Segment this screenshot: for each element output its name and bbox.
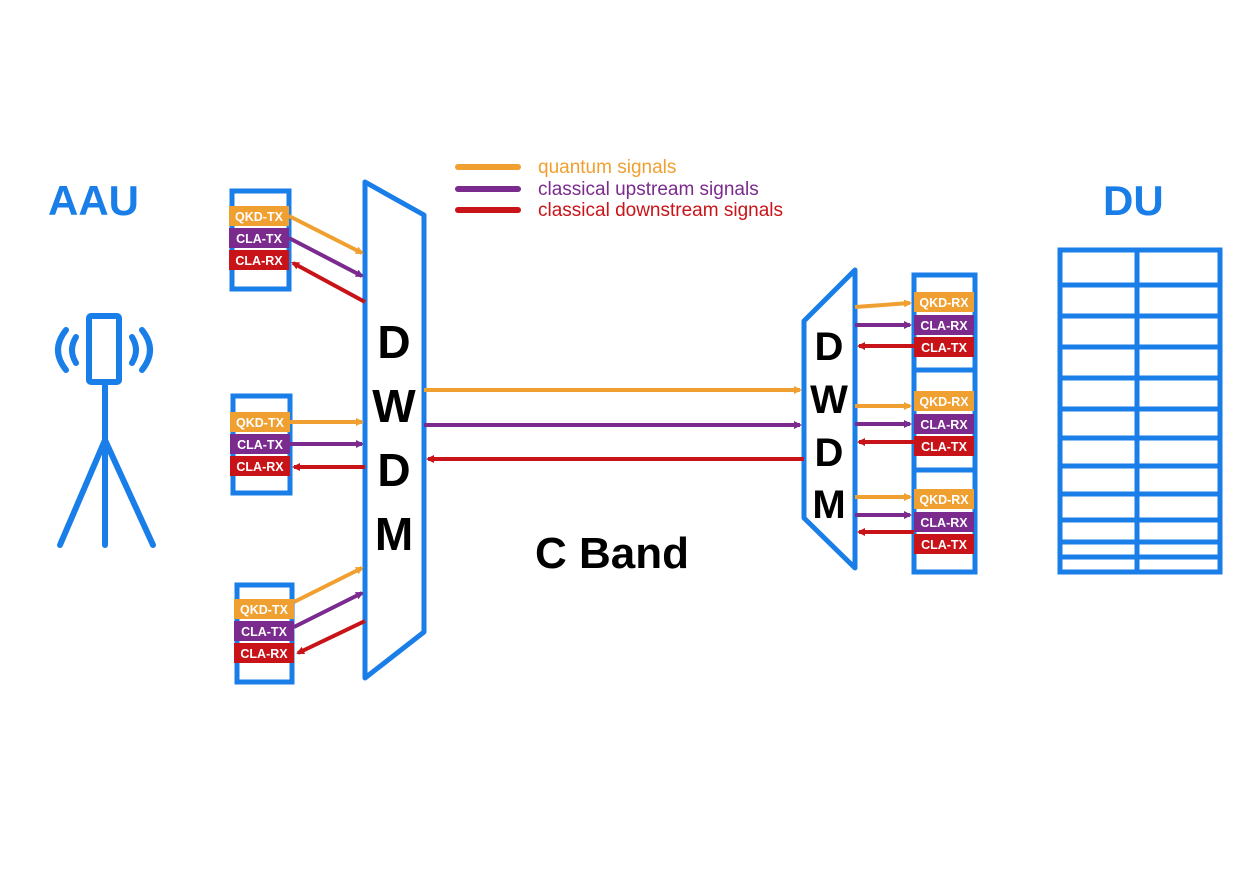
du-label: DU (1103, 177, 1164, 224)
legend: quantum signals classical upstream signa… (455, 157, 783, 221)
band-label: C Band (535, 529, 689, 578)
legend-label-quantum: quantum signals (538, 157, 676, 178)
mux-left-letter-4: M (375, 508, 413, 560)
mux-right-letter-4: M (812, 483, 845, 527)
left-module-1-links (288, 214, 366, 304)
right-module-1-tag-2: CLA-RX (920, 319, 968, 333)
mux-left-letter-3: D (377, 444, 410, 496)
trunk-links (424, 386, 804, 463)
mux-left-letter-2: W (372, 380, 416, 432)
right-module-2-tag-3: CLA-TX (921, 440, 967, 454)
dwdm-mux-left: D W D M (362, 179, 427, 681)
left-module-3-tag-3: CLA-RX (240, 647, 288, 661)
left-module-3-links (293, 566, 366, 655)
right-module-3-tag-1: QKD-RX (919, 493, 969, 507)
dwdm-mux-right: D W D M (801, 267, 858, 571)
mux-right-letter-2: W (810, 378, 848, 422)
left-module-1-tag-2: CLA-TX (236, 232, 282, 246)
left-module-1-tag-3: CLA-RX (235, 254, 283, 268)
left-module-2-links (290, 418, 365, 471)
legend-label-upstream: classical upstream signals (538, 179, 759, 200)
right-module-1-tag-3: CLA-TX (921, 341, 967, 355)
right-module-3-tag-2: CLA-RX (920, 516, 968, 530)
mux-right-letter-3: D (815, 431, 844, 475)
left-module-3: QKD-TX CLA-TX CLA-RX (234, 582, 295, 685)
mux-left-letter-1: D (377, 316, 410, 368)
antenna-tower-icon (55, 313, 156, 548)
left-module-2-tag-1: QKD-TX (236, 416, 285, 430)
left-module-3-tag-1: QKD-TX (240, 603, 289, 617)
left-module-2: QKD-TX CLA-TX CLA-RX (230, 393, 293, 496)
left-module-2-tag-3: CLA-RX (236, 460, 284, 474)
left-module-3-tag-2: CLA-TX (241, 625, 287, 639)
right-module-links (854, 299, 914, 536)
left-module-1: QKD-TX CLA-TX CLA-RX (229, 188, 292, 292)
right-module-2-tag-1: QKD-RX (919, 395, 969, 409)
right-module-3-tag-3: CLA-TX (921, 538, 967, 552)
right-module-1-tag-1: QKD-RX (919, 296, 969, 310)
left-module-2-tag-2: CLA-TX (237, 438, 283, 452)
server-rack-icon (1057, 247, 1223, 575)
right-module-3: QKD-RX CLA-RX CLA-TX (914, 489, 974, 554)
legend-label-downstream: classical downstream signals (538, 200, 783, 221)
right-module-2-tag-2: CLA-RX (920, 418, 968, 432)
mux-right-letter-1: D (815, 325, 844, 369)
aau-label: AAU (48, 177, 139, 224)
left-module-1-tag-1: QKD-TX (235, 210, 284, 224)
right-module-2: QKD-RX CLA-RX CLA-TX (914, 391, 974, 456)
